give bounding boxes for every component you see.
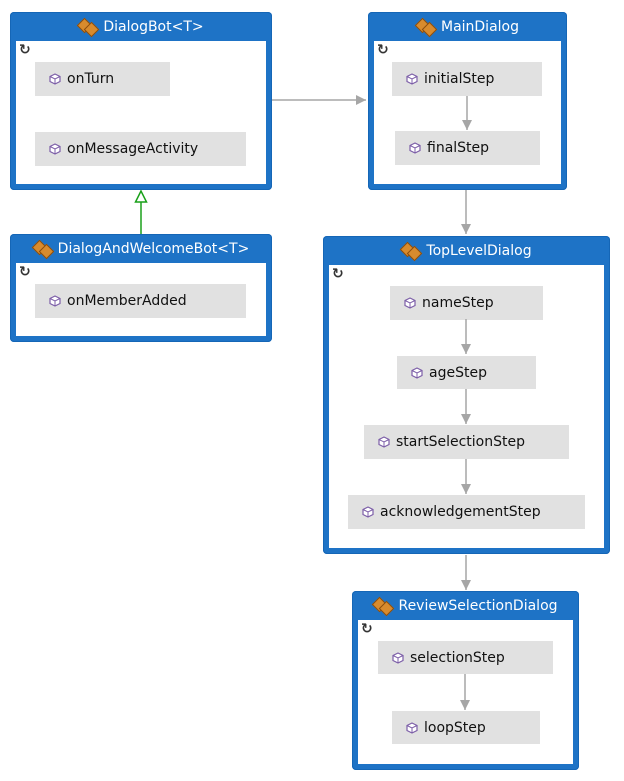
method-icon bbox=[406, 721, 418, 734]
class-body-dialogandwelcomebot: ↻ onMemberAdded bbox=[16, 263, 266, 336]
method-icon bbox=[49, 295, 61, 307]
method-label: nameStep bbox=[422, 295, 494, 311]
class-icon bbox=[372, 596, 395, 617]
method-label: initialStep bbox=[424, 71, 495, 87]
method-label: acknowledgementStep bbox=[380, 504, 541, 520]
method-icon bbox=[362, 506, 374, 518]
method-icon bbox=[411, 366, 423, 379]
class-icon bbox=[414, 17, 438, 38]
method-finalstep[interactable]: finalStep bbox=[395, 131, 540, 165]
class-icon bbox=[31, 239, 54, 260]
class-header-dialogandwelcomebot[interactable]: DialogAndWelcomeBot<T> bbox=[10, 234, 272, 263]
method-initialstep[interactable]: initialStep bbox=[392, 62, 542, 96]
class-body-maindialog: ↻ initialStep finalStep bbox=[374, 41, 561, 184]
method-label: onTurn bbox=[67, 71, 115, 87]
method-onmessageactivity[interactable]: onMessageActivity bbox=[35, 132, 246, 166]
class-body-reviewselectiondialog: ↻ selectionStep loopStep bbox=[358, 620, 573, 764]
inheritance-arrowhead bbox=[134, 189, 148, 203]
class-box-reviewselectiondialog[interactable]: ReviewSelectionDialog ↻ selectionStep lo… bbox=[352, 591, 579, 770]
class-title-dialogbot: DialogBot<T> bbox=[103, 18, 204, 35]
method-label: onMessageActivity bbox=[67, 141, 199, 157]
method-icon bbox=[392, 651, 404, 664]
method-icon bbox=[49, 143, 61, 155]
method-label: loopStep bbox=[424, 719, 486, 736]
method-agestep[interactable]: ageStep bbox=[397, 356, 536, 389]
method-icon bbox=[406, 73, 418, 85]
class-header-dialogbot[interactable]: DialogBot<T> bbox=[10, 12, 272, 41]
method-label: startSelectionStep bbox=[396, 434, 526, 450]
method-icon bbox=[49, 73, 61, 85]
class-header-reviewselectiondialog[interactable]: ReviewSelectionDialog bbox=[352, 591, 579, 620]
class-title-maindialog: MainDialog bbox=[440, 18, 519, 35]
method-label: ageStep bbox=[429, 364, 487, 381]
collapse-icon[interactable]: ↻ bbox=[377, 42, 389, 58]
class-header-maindialog[interactable]: MainDialog bbox=[368, 12, 567, 41]
method-onmemberadded[interactable]: onMemberAdded bbox=[35, 284, 246, 318]
method-icon bbox=[404, 297, 416, 309]
collapse-icon[interactable]: ↻ bbox=[332, 266, 344, 282]
class-box-dialogbot[interactable]: DialogBot<T> ↻ onTurn onMessageActivity bbox=[10, 12, 272, 190]
method-icon bbox=[409, 142, 421, 154]
collapse-icon[interactable]: ↻ bbox=[19, 264, 31, 280]
collapse-icon[interactable]: ↻ bbox=[19, 42, 31, 58]
class-header-topleveldialog[interactable]: TopLevelDialog bbox=[323, 236, 610, 265]
class-icon bbox=[77, 17, 100, 38]
class-title-dialogandwelcomebot: DialogAndWelcomeBot<T> bbox=[57, 240, 250, 257]
inheritance-edge-welcomebot-to-dialogbot bbox=[134, 189, 148, 234]
collapse-icon[interactable]: ↻ bbox=[361, 621, 373, 637]
class-body-dialogbot: ↻ onTurn onMessageActivity bbox=[16, 41, 266, 184]
method-label: selectionStep bbox=[410, 649, 505, 666]
class-title-reviewselectiondialog: ReviewSelectionDialog bbox=[398, 597, 558, 614]
class-title-topleveldialog: TopLevelDialog bbox=[426, 242, 532, 259]
method-loopstep[interactable]: loopStep bbox=[392, 711, 540, 744]
class-icon bbox=[400, 241, 423, 262]
method-startselectionstep[interactable]: startSelectionStep bbox=[364, 425, 569, 459]
method-acknowledgementstep[interactable]: acknowledgementStep bbox=[348, 495, 585, 529]
method-label: finalStep bbox=[427, 140, 490, 156]
method-namestep[interactable]: nameStep bbox=[390, 286, 543, 320]
class-box-dialogandwelcomebot[interactable]: DialogAndWelcomeBot<T> ↻ onMemberAdded bbox=[10, 234, 272, 342]
method-icon bbox=[378, 436, 390, 448]
method-onturn[interactable]: onTurn bbox=[35, 62, 170, 96]
method-label: onMemberAdded bbox=[67, 293, 187, 309]
method-selectionstep[interactable]: selectionStep bbox=[378, 641, 553, 674]
